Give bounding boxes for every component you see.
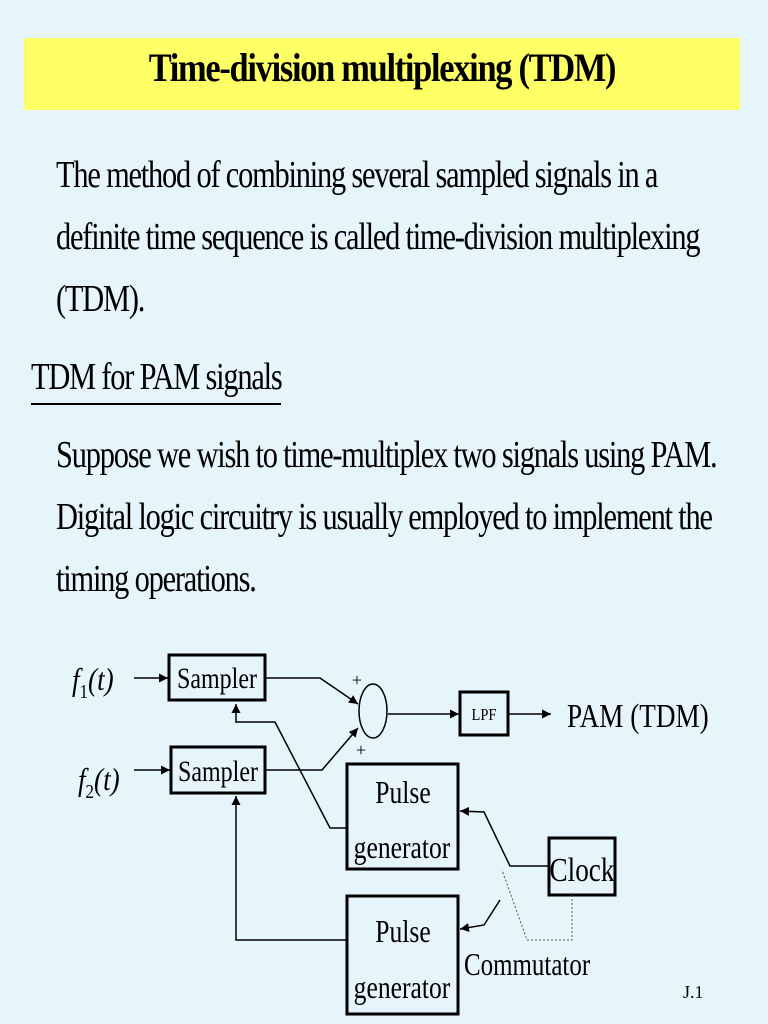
pulse-generator-top-block (345, 762, 460, 871)
pulse-generator-bottom-line2: generator (354, 970, 451, 1005)
pulse-generator-bottom-line1: Pulse (375, 914, 430, 949)
title-bar: Time-division multiplexing (TDM) (24, 38, 740, 110)
body-line: Digital logic circuitry is usually emplo… (56, 496, 713, 538)
pulse-generator-top-line2: generator (354, 830, 451, 865)
intro-line: The method of combining several sampled … (56, 154, 658, 196)
slide-number: J.1 (683, 982, 704, 1002)
sampler-bottom-label: Sampler (178, 754, 258, 787)
intro-line: definite time sequence is called time-di… (56, 216, 701, 258)
intro-line: (TDM). (56, 278, 145, 320)
section-heading-underline (31, 403, 281, 405)
lpf-label: LPF (472, 706, 497, 724)
section-heading: TDM for PAM signals (31, 356, 283, 398)
body-paragraph: Suppose we wish to time-multiplex two si… (56, 424, 718, 610)
commutator-to-pulse-bottom-arrow (459, 899, 501, 932)
clock-to-pulse-top-arrow (459, 806, 549, 867)
sampler-bottom-output-line (265, 727, 359, 771)
slide-title: Time-division multiplexing (TDM) (148, 45, 617, 90)
body-line: timing operations. (56, 558, 257, 600)
pulse-bottom-to-sampler-bottom-line (231, 796, 347, 941)
input-signal-1-label: f1(t) (72, 663, 114, 703)
pulse-top-to-sampler-top-line (231, 704, 347, 829)
sampler-top-label: Sampler (177, 661, 257, 694)
sum-plus-top: + (352, 670, 362, 690)
sampler-top-output-line (265, 677, 359, 705)
clock-label: Clock (550, 851, 615, 889)
pulse-generator-top-line1: Pulse (375, 775, 430, 810)
intro-paragraph: The method of combining several sampled … (56, 144, 701, 330)
body-line: Suppose we wish to time-multiplex two si… (56, 434, 718, 476)
input-signal-2-label: f2(t) (78, 763, 120, 803)
summing-junction (358, 683, 388, 739)
output-label: PAM (TDM) (567, 697, 709, 735)
pulse-generator-bottom-block (345, 894, 460, 1016)
sum-plus-bottom: + (356, 740, 366, 760)
commutator-label: Commutator (464, 947, 591, 983)
